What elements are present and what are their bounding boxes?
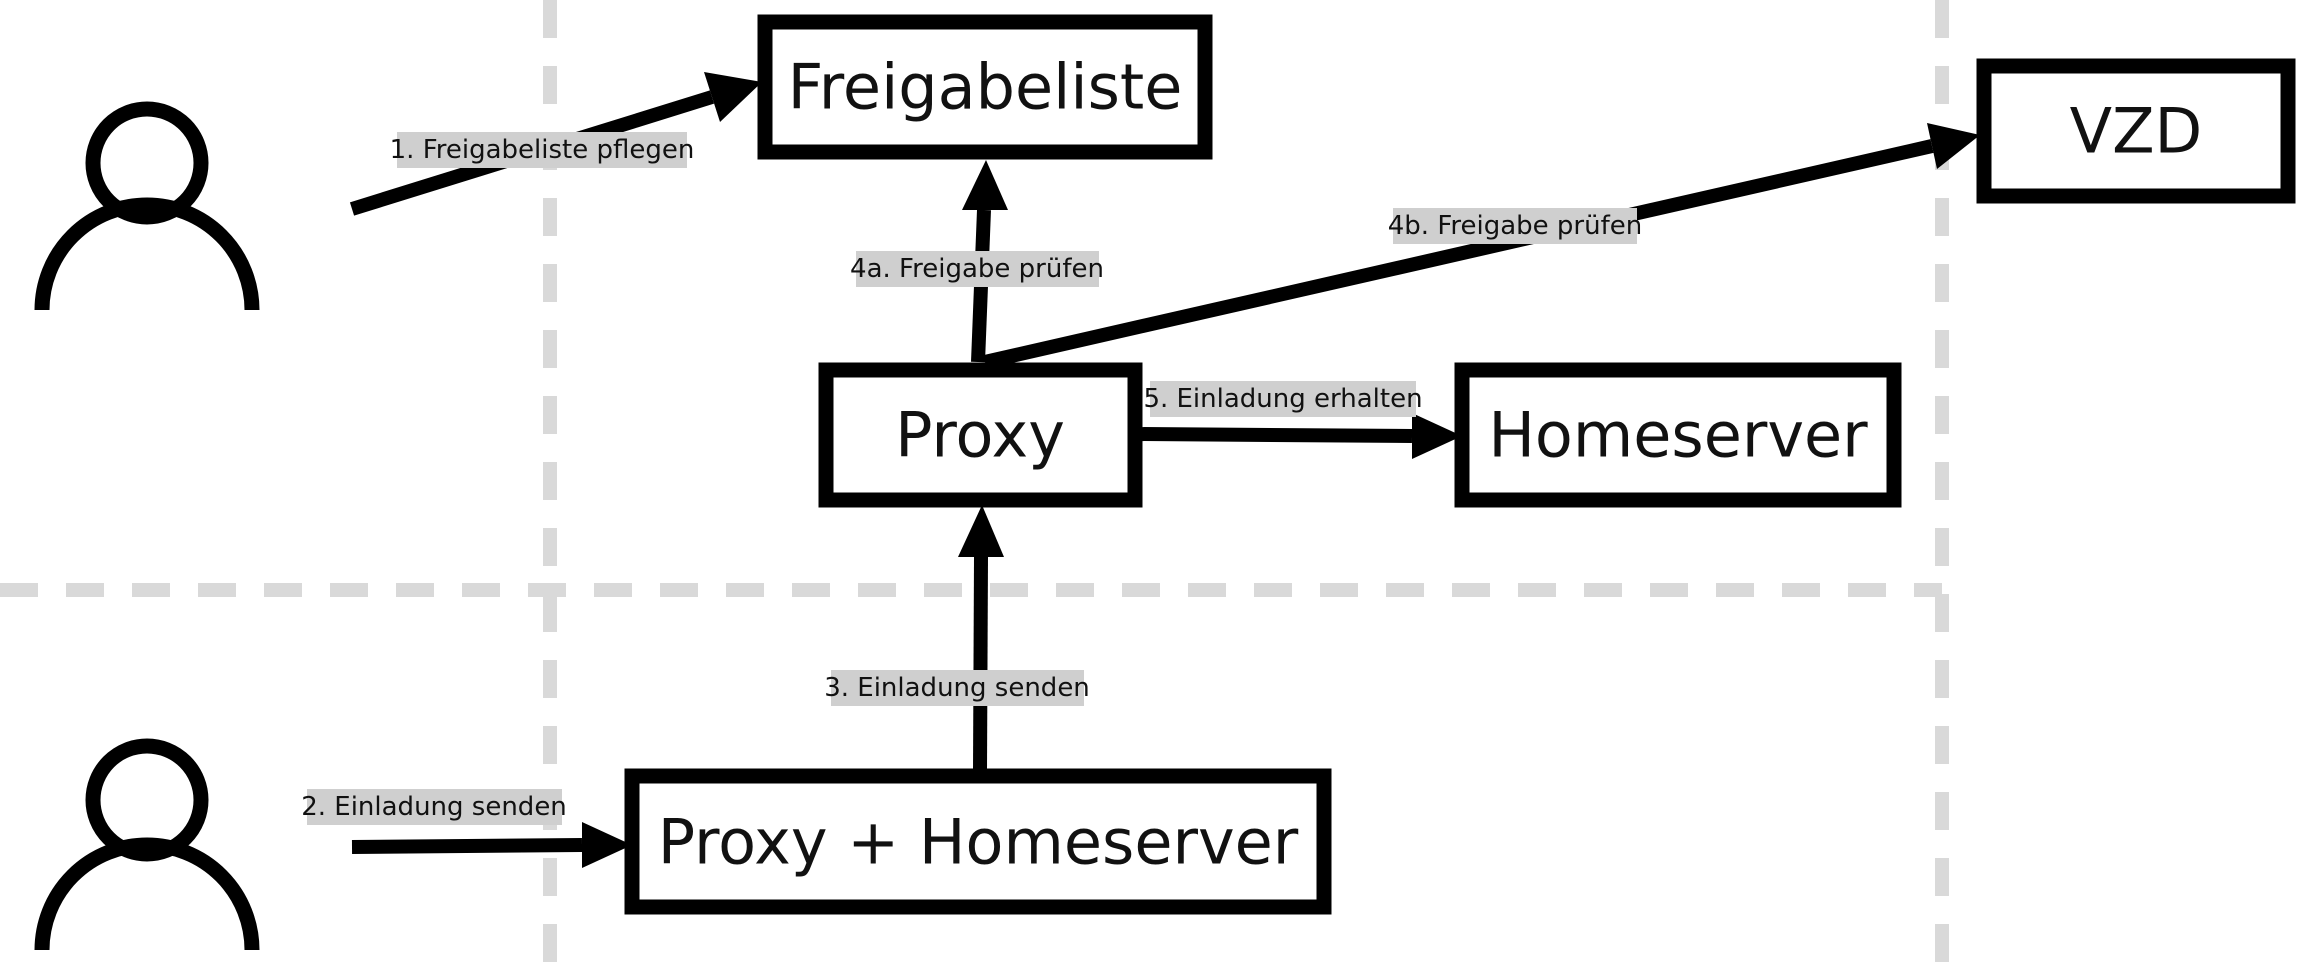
edge-label-text: 4a. Freigabe prüfen — [850, 254, 1104, 284]
label-background — [1393, 208, 1637, 244]
node-homeserver: Homeserver — [1454, 362, 1902, 508]
arrowhead — [958, 505, 1004, 557]
edge-line — [351, 838, 583, 854]
person-icon — [34, 101, 260, 311]
node-vzd: VZD — [1976, 58, 2296, 204]
edge-5 — [1134, 413, 1462, 459]
arrowhead — [582, 822, 632, 868]
label-background — [856, 251, 1099, 287]
node-freigabeliste: Freigabeliste — [757, 14, 1213, 160]
edge-label-5: 5. Einladung erhalten — [1143, 381, 1423, 417]
arrowhead — [1927, 123, 1980, 169]
node-label: VZD — [2070, 95, 2203, 168]
label-background — [307, 789, 562, 825]
edge-line — [1134, 427, 1413, 443]
edge-label-1: 1. Freigabeliste pflegen — [390, 132, 695, 168]
edge-4b — [983, 123, 1980, 369]
edge-label-text: 3. Einladung senden — [824, 673, 1090, 703]
arrowhead — [704, 72, 762, 122]
label-background — [397, 132, 687, 168]
edge-label-text: 5. Einladung erhalten — [1143, 384, 1422, 414]
edge-line — [973, 556, 988, 771]
node-label: Proxy + Homeserver — [658, 806, 1299, 879]
person-icon — [34, 738, 260, 951]
edge-label-text: 2. Einladung senden — [301, 792, 567, 822]
node-proxy-homeserver: Proxy + Homeserver — [624, 768, 1332, 915]
arrowhead — [962, 160, 1008, 210]
edge-3 — [958, 505, 1004, 771]
edge-label-4b: 4b. Freigabe prüfen — [1388, 208, 1642, 244]
edge-label-text: 1. Freigabeliste pflegen — [390, 135, 695, 165]
edge-label-4a: 4a. Freigabe prüfen — [850, 251, 1104, 287]
edge-label-2: 2. Einladung senden — [301, 789, 567, 825]
node-label: Proxy — [895, 399, 1065, 472]
label-background — [1150, 381, 1416, 417]
node-label: Homeserver — [1488, 399, 1868, 472]
edge-label-3: 3. Einladung senden — [824, 670, 1090, 706]
edge-2 — [351, 822, 632, 868]
node-proxy: Proxy — [818, 362, 1143, 508]
label-background — [831, 670, 1084, 706]
edge-line — [983, 139, 1934, 369]
arrowhead — [1412, 413, 1462, 459]
edge-label-text: 4b. Freigabe prüfen — [1388, 211, 1642, 241]
node-label: Freigabeliste — [788, 51, 1183, 124]
